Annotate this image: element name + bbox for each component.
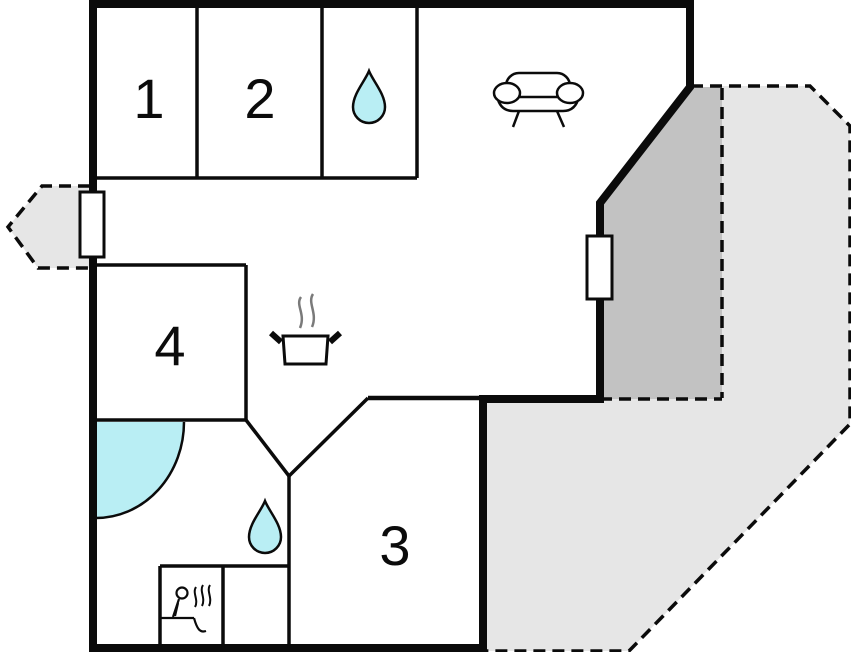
steam-wave [309, 293, 316, 328]
walls [89, 0, 694, 652]
sofa-leg-left [511, 110, 521, 128]
bathroom-diagonal-wall [244, 418, 291, 478]
terrace-dashed-borders [5, 84, 851, 652]
left-bay-terrace [8, 186, 90, 268]
steam-wave [297, 296, 304, 329]
covered-terrace [600, 87, 722, 399]
room-label-room-3: 3 [379, 514, 411, 577]
room3-diagonal-wall [287, 396, 370, 478]
stove-handle-right [327, 330, 343, 345]
steam-wave [193, 586, 198, 608]
sauna-icon [161, 584, 212, 633]
interior-walls [93, 4, 483, 648]
sauna-steam [193, 584, 212, 608]
stove-icon [268, 293, 343, 366]
steam-wave [207, 584, 212, 607]
stove-pot [281, 334, 330, 366]
door-swing-arc [95, 421, 186, 520]
left-window [78, 190, 106, 259]
water-drop-shape [247, 497, 283, 555]
water-drop-shape [351, 67, 387, 125]
terraces [5, 84, 851, 652]
bathroom-door-swing [95, 421, 186, 520]
sofa-armrest-left [492, 81, 522, 105]
stove-steam [297, 293, 316, 329]
sofa-icon [492, 71, 585, 128]
sauna-person-leg [192, 617, 207, 633]
left-bay-dashed-border [5, 184, 90, 270]
open-terrace-dashed-border [487, 84, 851, 652]
door-swing-fill [96, 422, 184, 518]
sofa-leg-right [555, 110, 566, 128]
open-terrace [483, 86, 850, 651]
room-label-bedroom-1: 1 [133, 67, 165, 130]
sauna-person-arm [173, 602, 180, 617]
water-drop-icon-top [351, 67, 387, 125]
sauna-person-head [175, 586, 189, 600]
windows [78, 190, 614, 301]
room-label-bedroom-2: 2 [244, 67, 276, 130]
sofa-armrest-right [555, 81, 585, 105]
steam-wave [200, 584, 205, 607]
water-drop-icon-bathroom [247, 497, 283, 555]
right-window [585, 234, 614, 301]
room-label-bedroom-4: 4 [154, 314, 186, 377]
stove-handle-left [268, 330, 284, 345]
